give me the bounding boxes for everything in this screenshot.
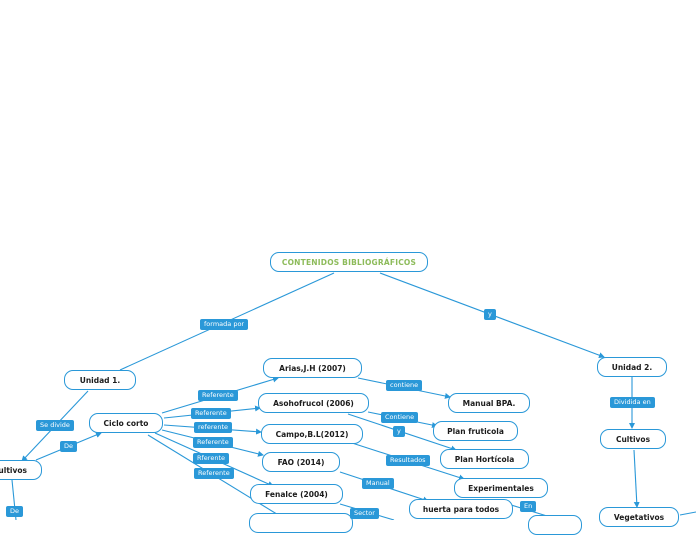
contiene-tag-1[interactable]: contiene: [386, 380, 423, 391]
referente-tag-5[interactable]: Referente: [194, 468, 234, 479]
fao-2014-node[interactable]: FAO (2014): [262, 452, 340, 472]
vegetativos-node[interactable]: Vegetativos: [599, 507, 679, 527]
formada-por-tag[interactable]: formada por: [200, 319, 249, 330]
root-topic-node[interactable]: CONTENIDOS BIBLIOGRÁFICOS: [270, 252, 428, 272]
dividida-en-tag[interactable]: Dividida en: [610, 397, 655, 408]
arias-2007-node[interactable]: Arias,J.H (2007): [263, 358, 362, 378]
unidad-2-node[interactable]: Unidad 2.: [597, 357, 667, 377]
unidad-1-node[interactable]: Unidad 1.: [64, 370, 136, 390]
asohofrucol-2006-node[interactable]: Asohofrucol (2006): [258, 393, 369, 413]
partial-node-bottom[interactable]: [249, 513, 353, 533]
rferente-tag[interactable]: Rferente: [193, 453, 229, 464]
de-bottom-tag[interactable]: De: [6, 506, 24, 517]
experimentales-node[interactable]: Experimentales: [454, 478, 548, 498]
huerta-para-todos-node[interactable]: huerta para todos: [409, 499, 513, 519]
de-tag[interactable]: De: [60, 441, 78, 452]
cultivos-left-node[interactable]: ultivos: [0, 460, 42, 480]
ciclo-corto-node[interactable]: Ciclo corto: [89, 413, 163, 433]
resultados-tag[interactable]: Resultados: [386, 455, 430, 466]
manual-tag[interactable]: Manual: [362, 478, 394, 489]
referente-tag-2[interactable]: Referente: [191, 408, 231, 419]
plan-fruticola-node[interactable]: Plan fruticola: [433, 421, 518, 441]
se-divide-tag[interactable]: Se divide: [36, 420, 74, 431]
cultivos-right-node[interactable]: Cultivos: [600, 429, 666, 449]
contiene-tag-2[interactable]: Contiene: [381, 412, 419, 423]
partial-node-bottom-right[interactable]: [528, 515, 582, 535]
referente-tag-1[interactable]: Referente: [198, 390, 238, 401]
fenalce-2004-node[interactable]: Fenalce (2004): [250, 484, 343, 504]
y-tag-2[interactable]: y: [393, 426, 405, 437]
campo-2012-node[interactable]: Campo,B.L(2012): [261, 424, 363, 444]
sector-tag[interactable]: Sector: [350, 508, 379, 519]
manual-bpa-node[interactable]: Manual BPA.: [448, 393, 530, 413]
y-root-tag[interactable]: y: [484, 309, 496, 320]
referente-tag-4[interactable]: Referente: [193, 437, 233, 448]
en-tag[interactable]: En: [520, 501, 537, 512]
referente-tag-3[interactable]: referente: [194, 422, 233, 433]
plan-horticola-node[interactable]: Plan Hortícola: [440, 449, 529, 469]
